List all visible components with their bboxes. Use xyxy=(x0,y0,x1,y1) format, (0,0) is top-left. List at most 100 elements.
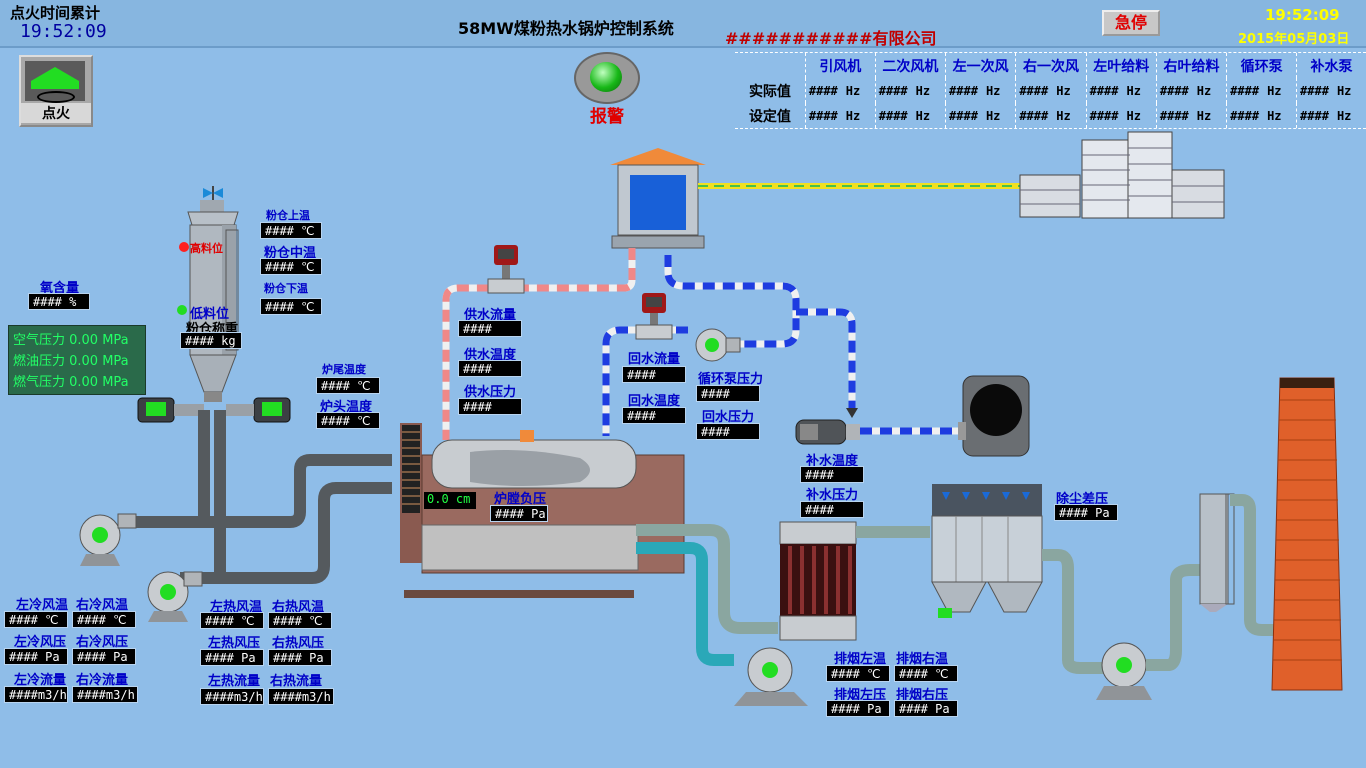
furnace-level-display: 0.0 cm xyxy=(424,492,476,509)
furnace-head-temp-display: #### ℃ xyxy=(316,412,380,429)
company-name: ###########有限公司 xyxy=(725,29,937,48)
supply-flow-label: 供水流量 xyxy=(464,308,517,323)
freq-col-header: 二次风机 xyxy=(874,53,946,78)
freq-cell[interactable]: ####Hz xyxy=(1085,103,1157,128)
exhaust-right-temp-label: 排烟右温 xyxy=(896,652,949,667)
estop-button[interactable]: 急停 xyxy=(1102,10,1160,36)
exhaust-left-press-display: #### Pa xyxy=(826,700,890,717)
silo-mid-temp-label: 粉仓中温 xyxy=(264,246,317,261)
building-icon xyxy=(1019,131,1225,219)
return-temp-display: #### xyxy=(622,407,686,424)
pressure-panel: 空气压力 0.00 MPa 燃油压力 0.00 MPa 燃气压力 0.00 MP… xyxy=(8,325,146,395)
freq-cell[interactable]: ####Hz xyxy=(804,103,876,128)
exhaust-right-temp-display: #### ℃ xyxy=(894,665,958,682)
exhaust-left-temp-display: #### ℃ xyxy=(826,665,890,682)
system-title: 58MW煤粉热水锅炉控制系统 xyxy=(458,19,674,38)
silo-low-temp-label: 粉仓下温 xyxy=(264,282,308,295)
circulation-pump-icon xyxy=(695,328,741,362)
cold-air-fan-right-icon xyxy=(147,571,203,622)
silo-mid-temp-display: #### ℃ xyxy=(260,258,322,275)
freq-col-header: 左叶给料 xyxy=(1085,53,1157,78)
freq-cell[interactable]: ####Hz xyxy=(874,103,946,128)
cold-right-flow-display: ####m3/h xyxy=(72,686,138,703)
freq-cell: ####Hz xyxy=(1155,78,1227,103)
water-tank-icon xyxy=(610,148,706,249)
makeup-pressure-display: #### xyxy=(800,501,864,518)
alarm-label: 报警 xyxy=(590,107,624,127)
makeup-temp-display: #### xyxy=(800,466,864,483)
supply-flow-display: #### xyxy=(458,320,522,337)
exhaust-left-temp-label: 排烟左温 xyxy=(834,652,887,667)
freq-cell[interactable]: ####Hz xyxy=(1296,103,1366,128)
furnace-tail-temp-display: #### ℃ xyxy=(316,377,380,394)
freq-cell: ####Hz xyxy=(945,78,1016,103)
cold-left-temp-label: 左冷风温 xyxy=(16,598,69,613)
low-level-label: 低料位 xyxy=(190,307,230,322)
makeup-pump-icon xyxy=(795,419,860,445)
furnace-head-temp-label: 炉头温度 xyxy=(320,400,373,415)
gas-pressure-text: 燃气压力 0.00 MPa xyxy=(13,375,129,390)
freq-row-setpoint: 设定值 ####Hz ####Hz ####Hz ####Hz ####Hz #… xyxy=(735,103,1366,128)
high-level-indicator xyxy=(179,242,189,252)
silo-top-temp-display: #### ℃ xyxy=(260,222,322,239)
supply-temp-display: #### xyxy=(458,360,522,377)
hot-left-temp-label: 左热风温 xyxy=(210,600,263,615)
freq-col-header: 右一次风 xyxy=(1015,53,1087,78)
freq-cell: ####Hz xyxy=(1015,78,1087,103)
ignite-label: 点火 xyxy=(21,103,91,123)
hot-right-press-display: #### Pa xyxy=(268,649,332,666)
freq-row-label: 实际值 xyxy=(748,83,791,100)
cold-left-flow-label: 左冷流量 xyxy=(14,673,67,688)
return-flow-display: #### xyxy=(622,366,686,383)
return-flow-label: 回水流量 xyxy=(628,352,681,367)
ignition-time-value: 19:52:09 xyxy=(20,21,107,42)
flowmeter-icon xyxy=(487,245,525,294)
cold-left-temp-display: #### ℃ xyxy=(4,611,68,628)
freq-col-header: 补水泵 xyxy=(1296,53,1366,78)
silo-low-temp-display: #### ℃ xyxy=(260,298,322,315)
hot-right-temp-display: #### ℃ xyxy=(268,612,332,629)
supply-temp-label: 供水温度 xyxy=(464,348,517,363)
freq-cell[interactable]: ####Hz xyxy=(1155,103,1227,128)
freq-cell[interactable]: ####Hz xyxy=(945,103,1016,128)
exhaust-right-press-label: 排烟右压 xyxy=(896,688,949,703)
hot-right-flow-display: ####m3/h xyxy=(268,688,334,705)
ignite-button[interactable]: 点火 xyxy=(19,55,93,127)
hot-right-flow-label: 右热流量 xyxy=(270,674,323,689)
dust-diff-pressure-display: #### Pa xyxy=(1054,504,1118,521)
freq-cell[interactable]: ####Hz xyxy=(1015,103,1087,128)
cold-left-flow-display: ####m3/h xyxy=(4,686,68,703)
freq-cell: ####Hz xyxy=(804,78,876,103)
cold-right-flow-label: 右冷流量 xyxy=(76,673,129,688)
freq-cell[interactable]: ####Hz xyxy=(1226,103,1297,128)
return-temp-label: 回水温度 xyxy=(628,394,681,409)
silo-top-temp-label: 粉仓上温 xyxy=(266,209,310,222)
makeup-temp-label: 补水温度 xyxy=(806,454,859,469)
hot-right-temp-label: 右热风温 xyxy=(272,600,325,615)
freq-cell: ####Hz xyxy=(1085,78,1157,103)
freq-cell: ####Hz xyxy=(874,78,946,103)
cold-right-press-label: 右冷风压 xyxy=(76,635,129,650)
cold-right-press-display: #### Pa xyxy=(72,648,136,665)
furnace-neg-pressure-label: 炉膛负压 xyxy=(494,492,547,507)
hot-left-press-display: #### Pa xyxy=(200,649,264,666)
clock-time: 19:52:09 xyxy=(1265,6,1340,24)
cold-right-temp-display: #### ℃ xyxy=(72,611,136,628)
makeup-pressure-label: 补水压力 xyxy=(806,488,859,503)
circ-pump-pressure-display: #### xyxy=(696,385,760,402)
hot-right-press-label: 右热风压 xyxy=(272,636,325,651)
boiler-icon xyxy=(400,423,685,598)
alarm-indicator[interactable] xyxy=(574,52,640,104)
silo-weight-display: #### kg xyxy=(180,332,242,349)
furnace-neg-pressure-display: #### Pa xyxy=(490,505,548,522)
oxygen-label: 氧含量 xyxy=(40,281,80,296)
ignition-time-label: 点火时间累计 xyxy=(10,4,101,22)
chimney-icon xyxy=(1271,377,1343,691)
exhaust-left-press-label: 排烟左压 xyxy=(834,688,887,703)
supply-pressure-label: 供水压力 xyxy=(464,385,517,400)
cold-air-fan-left-icon xyxy=(79,513,137,566)
alarm-light-icon xyxy=(590,62,622,92)
oxygen-display: #### % xyxy=(28,293,90,310)
dust-diff-pressure-label: 除尘差压 xyxy=(1056,492,1109,507)
furnace-tail-temp-label: 炉尾温度 xyxy=(322,363,366,376)
